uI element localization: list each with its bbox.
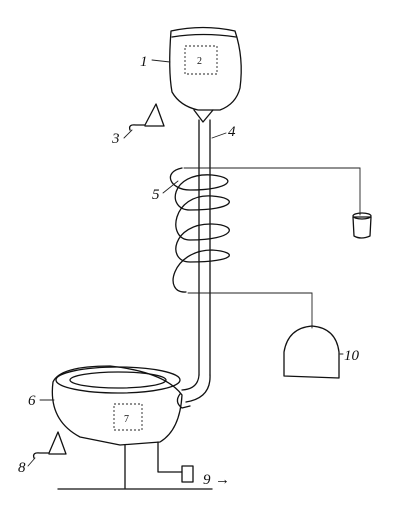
label-10: 10 [344, 348, 360, 364]
toilet-rim-outer [55, 366, 181, 394]
tank-outlet [193, 109, 214, 123]
label-8: 8 [18, 460, 26, 476]
toilet-component-box [113, 403, 143, 431]
label-5: 5 [152, 187, 160, 203]
flow-arrow: → [215, 472, 230, 488]
pipe-bend [181, 374, 211, 403]
leader-4 [211, 132, 227, 139]
tank [169, 26, 242, 111]
leader-1 [151, 59, 171, 63]
label-2: 2 [197, 56, 202, 67]
sensor-upper-icon [128, 103, 165, 131]
label-9: 9 [203, 472, 211, 488]
pipe-outlet [176, 393, 191, 409]
toilet-rim-inner [69, 371, 167, 389]
label-6: 6 [28, 393, 36, 409]
tank-water-line [171, 33, 237, 38]
tank-component-box [184, 45, 218, 75]
leader-3 [123, 129, 133, 139]
small-cup [352, 216, 372, 239]
coil [169, 167, 230, 293]
upper-wire [183, 167, 361, 216]
lower-wire [187, 292, 313, 329]
label-4: 4 [228, 124, 236, 140]
label-1: 1 [140, 54, 148, 70]
label-3: 3 [111, 131, 120, 147]
sensor-lower-icon [32, 431, 67, 459]
leader-5 [162, 180, 179, 194]
toilet-bowl [51, 365, 183, 446]
leader-8 [27, 457, 36, 467]
label-7: 7 [124, 414, 129, 425]
toilet-pedestal [124, 441, 183, 489]
small-cup-rim [352, 212, 372, 220]
dome-component [283, 325, 340, 379]
drain-outlet [181, 465, 194, 483]
